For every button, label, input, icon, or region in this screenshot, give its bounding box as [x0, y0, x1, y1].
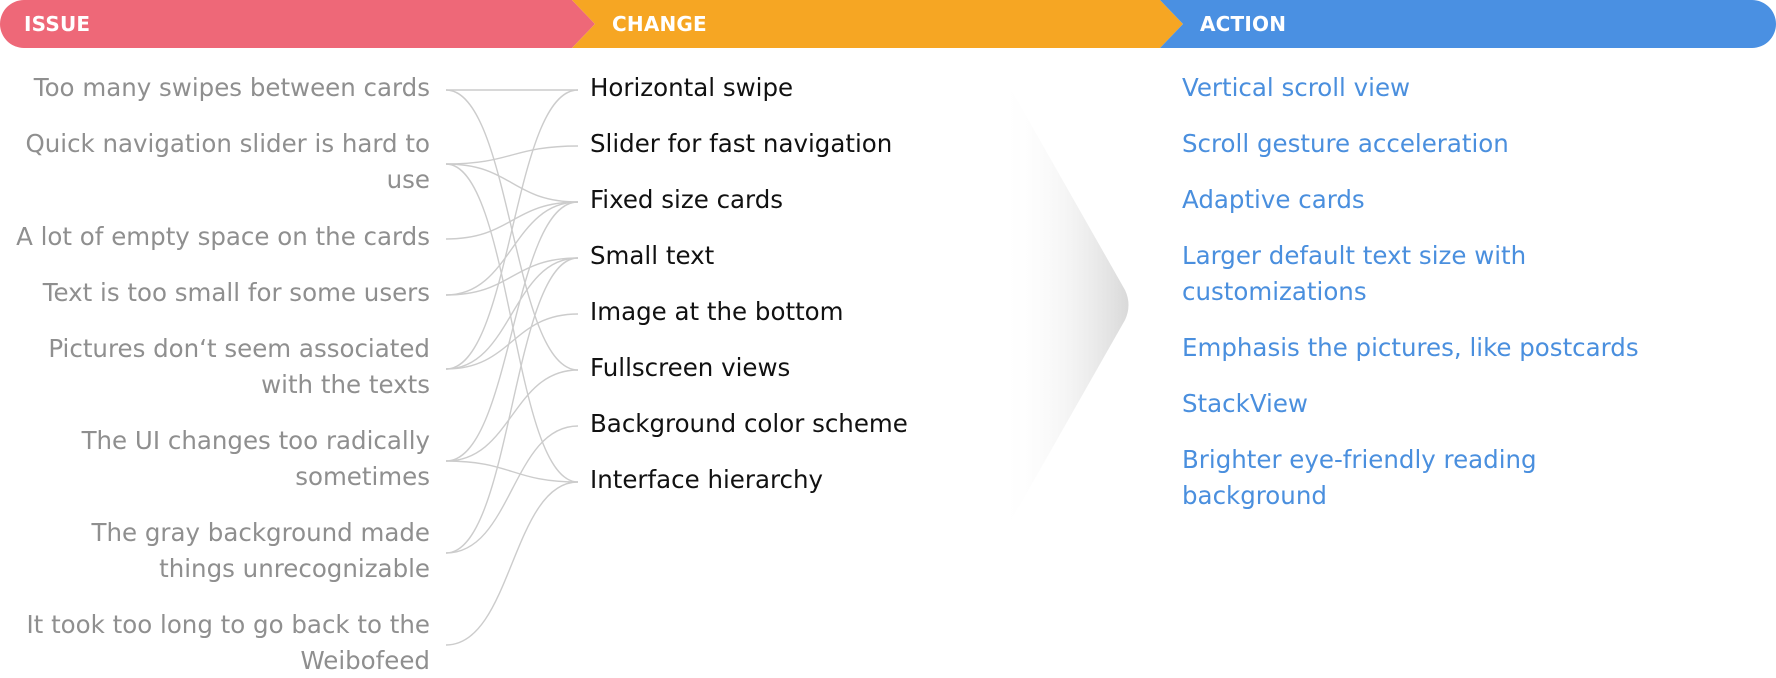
connector-line — [445, 201, 579, 296]
connector-line — [445, 145, 579, 165]
issue-item: Text is too small for some users — [43, 275, 430, 311]
issue-item: Quick navigation slider is hard to use — [25, 126, 430, 198]
change-item: Small text — [590, 241, 715, 270]
connector-line — [445, 257, 579, 370]
action-item-line: Emphasis the pictures, like postcards — [1182, 333, 1639, 362]
issue-item-line: use — [386, 165, 430, 194]
action-item-line: Scroll gesture acceleration — [1182, 129, 1509, 158]
action-item: Scroll gesture acceleration — [1182, 126, 1509, 162]
change-item: Slider for fast navigation — [590, 129, 893, 158]
change-header-label: CHANGE — [612, 12, 707, 36]
connector-line — [445, 163, 579, 483]
issue-item-line: A lot of empty space on the cards — [16, 222, 430, 251]
issue-item-line: The UI changes too radically — [81, 426, 430, 455]
issue-item-line: It took too long to go back to the — [26, 610, 430, 639]
issue-item-line: with the texts — [261, 370, 430, 399]
issue-item-line: sometimes — [295, 462, 430, 491]
issue-item-line: Text is too small for some users — [42, 278, 430, 307]
issue-item: Too many swipes between cards — [34, 70, 430, 106]
connector-line — [445, 201, 579, 240]
issue-item: The gray background made things unrecogni… — [92, 515, 430, 587]
action-item: Larger default text size with customizati… — [1182, 238, 1526, 310]
issue-item-line: Too many swipes between cards — [33, 73, 430, 102]
action-item: Brighter eye-friendly reading background — [1182, 442, 1537, 514]
header-banner — [0, 0, 1776, 48]
action-item-line: customizations — [1182, 277, 1367, 306]
action-item-line: StackView — [1182, 389, 1308, 418]
connector-line — [445, 425, 579, 554]
connector-line — [445, 481, 579, 646]
change-item: Fullscreen views — [590, 353, 791, 382]
change-item: Horizontal swipe — [590, 73, 794, 102]
chevron-arrow-icon — [1000, 70, 1129, 540]
action-item-line: Brighter eye-friendly reading — [1182, 445, 1537, 474]
issue-item-line: Weibofeed — [300, 646, 430, 675]
connector-line — [445, 201, 579, 462]
action-header-band — [1160, 0, 1776, 48]
connector-line — [445, 313, 579, 370]
connector-line — [445, 257, 579, 296]
issue-item-line: Pictures don‘t seem associated — [48, 334, 430, 363]
action-item: Vertical scroll view — [1182, 70, 1410, 106]
issue-item: The UI changes too radically sometimes — [82, 423, 430, 495]
connector-line — [445, 257, 579, 554]
change-header-band — [572, 0, 1183, 48]
action-item: Adaptive cards — [1182, 182, 1365, 218]
connector-line — [445, 460, 579, 483]
action-item-line: Adaptive cards — [1182, 185, 1365, 214]
action-item: StackView — [1182, 386, 1308, 422]
connector-line — [445, 163, 579, 203]
issue-item-line: things unrecognizable — [159, 554, 430, 583]
action-header-label: ACTION — [1200, 12, 1287, 36]
change-item: Image at the bottom — [590, 297, 844, 326]
action-item-line: Larger default text size with — [1182, 241, 1527, 270]
action-item-line: background — [1182, 481, 1327, 510]
issue-item-line: The gray background made — [91, 518, 430, 547]
issue-item-line: Quick navigation slider is hard to — [25, 129, 430, 158]
change-item: Fixed size cards — [590, 185, 784, 214]
issue-header-band — [0, 0, 595, 48]
connector-line — [445, 89, 579, 370]
issue-header-label: ISSUE — [24, 12, 91, 36]
issue-item: Pictures don‘t seem associated with the t… — [48, 331, 430, 403]
action-item-line: Vertical scroll view — [1182, 73, 1411, 102]
change-item: Interface hierarchy — [590, 465, 824, 494]
change-item: Background color scheme — [590, 409, 908, 438]
issue-item: A lot of empty space on the cards — [16, 219, 430, 255]
action-item: Emphasis the pictures, like postcards — [1182, 330, 1639, 366]
connector-line — [445, 369, 579, 462]
